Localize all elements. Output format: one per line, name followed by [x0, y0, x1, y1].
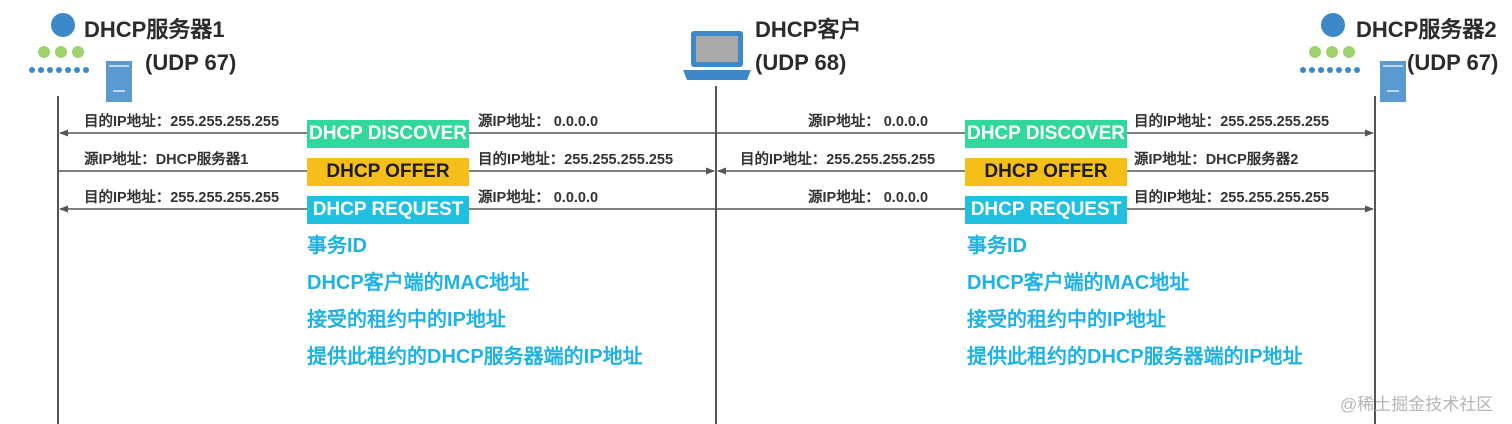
left-request-src-ip: 源IP地址： 0.0.0.0 — [478, 190, 599, 206]
left-discover-message: DHCP DISCOVER — [307, 120, 469, 148]
server2-name: DHCP服务器2 — [1356, 17, 1497, 42]
left-offer-dst-ip: 目的IP地址：255.255.255.255 — [478, 152, 674, 168]
right-request-notes: 事务ID DHCP客户端的MAC地址 接受的租约中的IP地址 提供此租约的DHC… — [967, 228, 1303, 376]
watermark: @稀土掘金技术社区 — [1340, 395, 1494, 414]
server2-port: (UDP 67) — [1407, 50, 1499, 75]
left-discover-src-ip: 源IP地址： 0.0.0.0 — [478, 114, 599, 130]
right-discover-dst-ip: 目的IP地址：255.255.255.255 — [1134, 114, 1330, 130]
right-request-message: DHCP REQUEST — [965, 196, 1127, 224]
note-item: DHCP客户端的MAC地址 — [307, 272, 530, 294]
right-offer-dst-ip: 目的IP地址：255.255.255.255 — [740, 152, 936, 168]
right-request-src-ip: 源IP地址： 0.0.0.0 — [808, 190, 929, 206]
left-discover-dst-ip: 目的IP地址：255.255.255.255 — [84, 114, 280, 130]
client-port: (UDP 68) — [755, 50, 847, 75]
right-discover-message: DHCP DISCOVER — [965, 120, 1127, 148]
left-offer-message: DHCP OFFER — [307, 158, 469, 186]
note-item: 事务ID — [967, 235, 1027, 257]
laptop-icon — [683, 31, 751, 80]
right-discover-src-ip: 源IP地址： 0.0.0.0 — [808, 114, 929, 130]
server1-name: DHCP服务器1 — [84, 17, 225, 42]
left-request-message: DHCP REQUEST — [307, 196, 469, 224]
right-offer-src-ip: 源IP地址：DHCP服务器2 — [1134, 152, 1299, 168]
left-request-notes: 事务ID DHCP客户端的MAC地址 接受的租约中的IP地址 提供此租约的DHC… — [307, 228, 643, 376]
right-offer-message: DHCP OFFER — [965, 158, 1127, 186]
note-item: 接受的租约中的IP地址 — [967, 309, 1166, 331]
note-item: 事务ID — [307, 235, 367, 257]
note-item: 提供此租约的DHCP服务器端的IP地址 — [967, 346, 1303, 368]
note-item: DHCP客户端的MAC地址 — [967, 272, 1190, 294]
server-icon — [1300, 13, 1406, 102]
server1-port: (UDP 67) — [145, 50, 237, 75]
right-request-dst-ip: 目的IP地址：255.255.255.255 — [1134, 190, 1330, 206]
left-offer-src-ip: 源IP地址：DHCP服务器1 — [84, 152, 249, 168]
client-name: DHCP客户 — [755, 17, 862, 42]
left-request-dst-ip: 目的IP地址：255.255.255.255 — [84, 190, 280, 206]
note-item: 接受的租约中的IP地址 — [307, 309, 506, 331]
server-icon — [29, 13, 132, 102]
note-item: 提供此租约的DHCP服务器端的IP地址 — [307, 346, 643, 368]
